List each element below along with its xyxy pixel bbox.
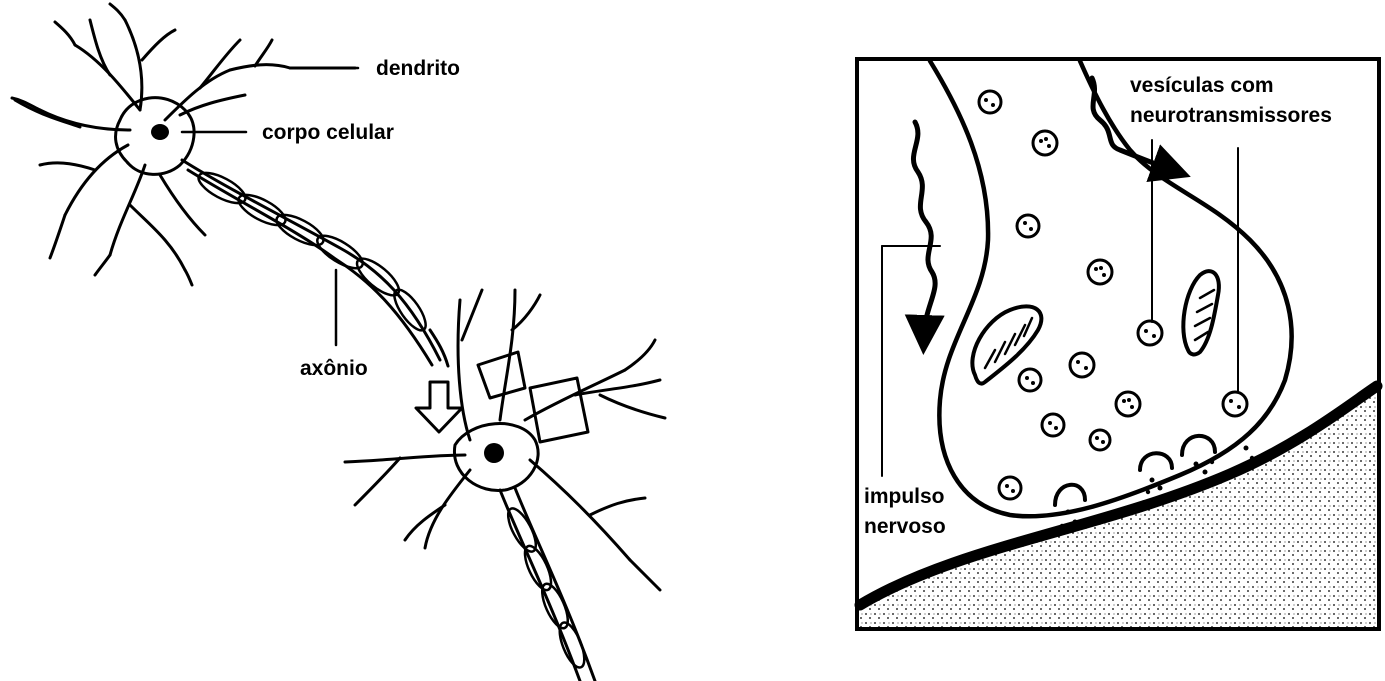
impulse-label-line1: impulso xyxy=(864,485,945,508)
second-axon xyxy=(500,488,595,681)
axon-label: axônio xyxy=(300,357,368,380)
cell-body-label: corpo celular xyxy=(262,121,394,144)
vesicles-label-line2: neurotransmissores xyxy=(1130,104,1332,127)
second-neuron-dendrites xyxy=(345,290,665,590)
vesicles-label-line1: vesículas com xyxy=(1130,74,1274,97)
dendrite-label: dendrito xyxy=(376,57,460,80)
axon xyxy=(182,160,448,366)
impulse-label-line2: nervoso xyxy=(864,515,946,538)
signal-direction-arrow xyxy=(416,382,462,432)
myelin-sheath xyxy=(194,167,431,335)
second-neuron-nucleus xyxy=(484,443,504,463)
first-neuron-nucleus xyxy=(151,124,169,140)
synapse-diagram: vesículas com neurotransmissores impulso… xyxy=(857,59,1379,629)
neuron-diagram: dendrito corpo celular axônio xyxy=(12,4,665,681)
